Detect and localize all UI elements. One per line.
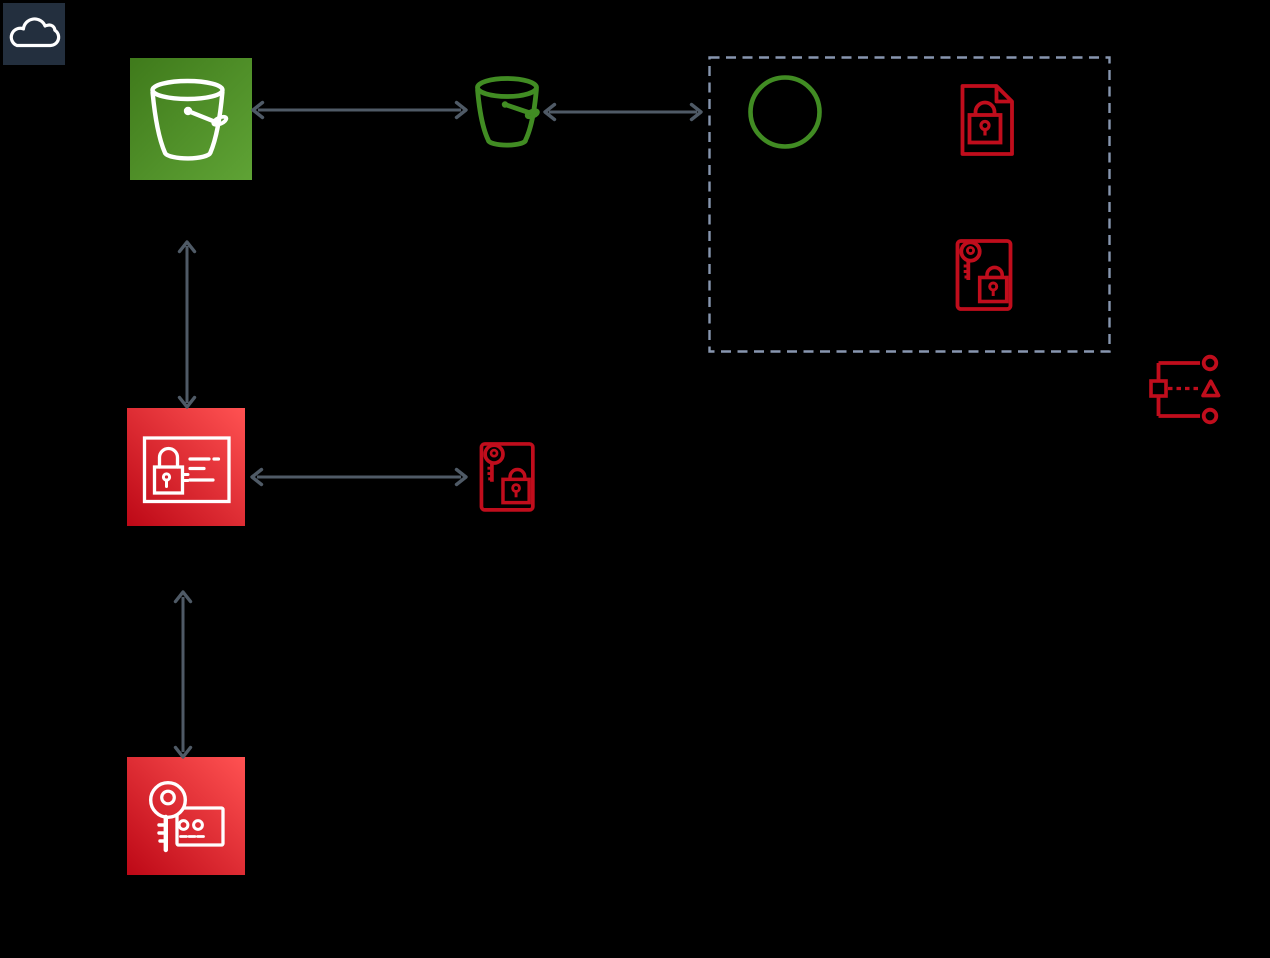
arrow-bucket-to-group [543,102,703,122]
bucket-body [475,87,539,148]
branch-circle-top [1201,354,1219,372]
arrowhead-down [173,745,193,759]
key-teeth [157,823,168,843]
arrowhead-right [454,467,468,487]
arrowhead-right [689,102,703,122]
arrowhead-up [177,240,197,254]
bucket-handle [185,108,218,125]
arrow-iam-to-kms [173,590,193,759]
id-card-outline [142,436,231,504]
key-card-outline [175,806,225,847]
s3-service-tile [130,58,252,180]
document-fold-corner [994,86,1012,104]
branch-flow-glyph [1149,354,1221,425]
key-bow-hole [160,789,176,806]
arrow-iam-to-data-key [250,467,468,487]
connections [173,100,703,759]
lock-side-ticks [181,473,190,482]
arrowhead-right [454,100,468,120]
aws-cloud-badge [3,3,65,65]
kms-tile-background [127,757,245,875]
lock-body [967,113,1003,145]
arrow-s3-service-to-iam [177,240,197,409]
branch-triangle [1201,379,1221,398]
bucket-rim [475,76,539,99]
arrowhead-left [543,102,557,122]
identity-card-lock-icon [142,436,231,504]
bucket-handle-loop [211,114,229,127]
branch-square [1149,379,1168,398]
iam-tile-background [127,408,245,526]
arrowhead-up [173,590,193,604]
key-card-icon [149,781,225,853]
bucket-key-card [955,239,1013,311]
s3-bucket-resource [475,76,540,148]
arrowhead-left [250,467,264,487]
card-dot-2 [192,819,204,831]
arrowhead-left [251,100,265,120]
lock-shackle [973,100,997,115]
card-dot-1 [177,819,190,831]
object-circle [748,75,822,149]
bucket-body [150,89,225,161]
s3-tile-background [130,58,252,180]
encrypted-document [960,84,1014,156]
arrowhead-down [177,395,197,409]
iam-service-tile [127,408,245,526]
kms-service-tile [127,757,245,875]
bucket-handle-loop [524,108,540,120]
aws-cloud-icon [9,17,61,48]
s3-bucket-service-icon [150,78,229,161]
branch-circle-bottom [1201,407,1219,425]
key-bow [149,781,187,819]
lock-shackle [157,446,180,469]
bucket-contents-group [708,56,1111,353]
arrow-s3-service-to-bucket [251,100,468,120]
card-text-lines [188,457,221,482]
data-key-card [479,442,535,512]
bucket-handle [502,102,532,116]
document-outline [960,84,1014,156]
lock-keyhole [979,119,991,132]
